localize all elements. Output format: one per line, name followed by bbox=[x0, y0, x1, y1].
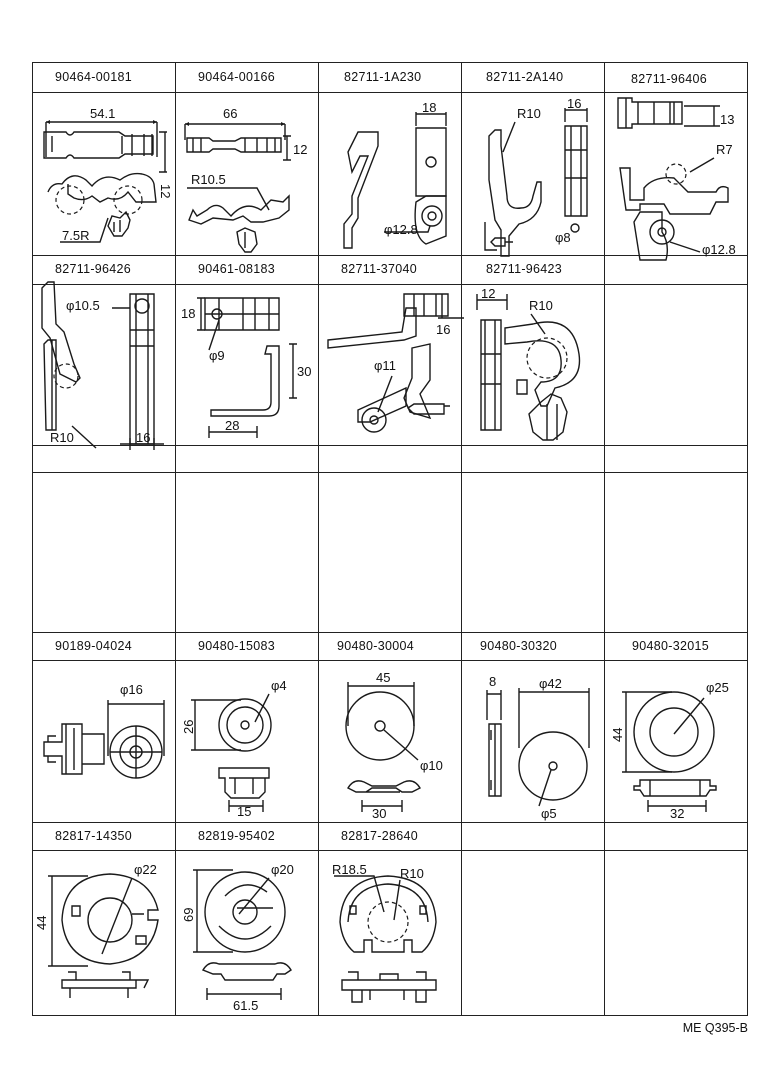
dimension-label: φ25 bbox=[706, 680, 729, 695]
clip-drawing: 13 R7 φ12.8 bbox=[604, 92, 736, 257]
dimension-label: φ22 bbox=[134, 862, 157, 877]
dimension-label: R7 bbox=[716, 142, 733, 157]
clip-drawing: φ4 26 15 bbox=[181, 678, 287, 819]
dimension-label: φ4 bbox=[271, 678, 287, 693]
dimension-label: 15 bbox=[237, 804, 251, 819]
dimension-label: 16 bbox=[136, 430, 150, 445]
clip-drawing: 12 R10 bbox=[461, 286, 604, 447]
dimension-label: 12 bbox=[158, 184, 173, 198]
dimension-label: 30 bbox=[372, 806, 386, 821]
clip-drawing: R18.5 R10 bbox=[332, 862, 461, 1015]
part-number: 82817-14350 bbox=[55, 829, 132, 843]
table-rule bbox=[32, 850, 748, 851]
clip-drawing: 54.1 12 7.5R bbox=[32, 106, 173, 243]
part-number: 82819-95402 bbox=[198, 829, 275, 843]
dimension-label: φ8 bbox=[555, 230, 571, 245]
part-number: 90189-04024 bbox=[55, 639, 132, 653]
drawing-code: ME Q395-B bbox=[682, 1021, 748, 1035]
clip-drawing: 8 φ42 φ5 bbox=[461, 674, 604, 821]
part-number: 82711-96423 bbox=[486, 262, 563, 276]
dimension-label: 45 bbox=[376, 670, 390, 685]
dimension-label: φ42 bbox=[539, 676, 562, 691]
dimension-label: 30 bbox=[297, 364, 311, 379]
table-rule bbox=[747, 62, 748, 1016]
dimension-label: φ11 bbox=[374, 358, 396, 373]
dimension-label: 8 bbox=[489, 674, 496, 689]
table-rule bbox=[32, 1015, 748, 1016]
part-number: 90480-15083 bbox=[198, 639, 275, 653]
dimension-label: 54.1 bbox=[90, 106, 115, 121]
part-number: 82711-96406 bbox=[631, 72, 708, 86]
dimension-label: φ12.8 bbox=[702, 242, 736, 257]
dimension-label: φ10 bbox=[420, 758, 443, 773]
dimension-label: 7.5R bbox=[62, 228, 89, 243]
dimension-label: φ12.8 bbox=[384, 222, 418, 237]
table-rule bbox=[32, 822, 748, 823]
dimension-label: 16 bbox=[436, 322, 450, 337]
part-number: 90464-00166 bbox=[198, 70, 275, 84]
clip-drawing: 16 φ11 bbox=[318, 284, 461, 447]
dimension-label: 66 bbox=[223, 106, 237, 121]
dimension-label: 12 bbox=[481, 286, 495, 301]
table-rule bbox=[32, 445, 748, 446]
table-rule bbox=[32, 632, 748, 633]
part-number: 90480-30320 bbox=[480, 639, 557, 653]
clip-drawing: 45 φ10 30 bbox=[318, 670, 443, 821]
table-rule bbox=[318, 62, 319, 1016]
dimension-label: 69 bbox=[181, 908, 196, 922]
dimension-label: φ16 bbox=[120, 682, 143, 697]
dimension-label: 61.5 bbox=[233, 998, 258, 1013]
dimension-label: R10 bbox=[517, 106, 541, 121]
dimension-label: 26 bbox=[181, 720, 196, 734]
dimension-label: φ5 bbox=[541, 806, 557, 821]
dimension-label: 28 bbox=[225, 418, 239, 433]
part-number: 90480-32015 bbox=[632, 639, 709, 653]
dimension-label: 13 bbox=[720, 112, 734, 127]
dimension-label: 16 bbox=[567, 96, 581, 111]
dimension-label: R10.5 bbox=[191, 172, 226, 187]
dimension-label: R10 bbox=[529, 298, 553, 313]
dimension-label: φ20 bbox=[271, 862, 294, 877]
clip-drawing: φ25 44 32 bbox=[610, 680, 729, 821]
clip-drawing: 18 φ9 30 28 bbox=[181, 284, 311, 447]
table-rule bbox=[32, 255, 748, 256]
dimension-label: 18 bbox=[181, 306, 195, 321]
dimension-label: φ9 bbox=[209, 348, 225, 363]
part-number: 90461-08183 bbox=[198, 262, 275, 276]
part-number: 90464-00181 bbox=[55, 70, 132, 84]
part-number: 82817-28640 bbox=[341, 829, 418, 843]
table-rule bbox=[32, 62, 748, 63]
dimension-label: 12 bbox=[293, 142, 307, 157]
dimension-label: 44 bbox=[34, 916, 49, 930]
dimension-label: R10 bbox=[400, 866, 424, 881]
clip-drawing: φ10.5 R10 16 bbox=[32, 284, 175, 447]
table-rule bbox=[604, 62, 605, 1016]
clip-drawing: φ22 44 bbox=[34, 862, 175, 1015]
part-number: 82711-2A140 bbox=[486, 70, 564, 84]
table-rule bbox=[32, 472, 748, 473]
clip-drawing: 18 φ12.8 bbox=[318, 100, 461, 255]
part-number: 82711-37040 bbox=[341, 262, 418, 276]
clip-drawing: R10 16 φ8 bbox=[461, 96, 604, 255]
clip-drawing: φ20 69 61.5 bbox=[181, 862, 294, 1013]
dimension-label: R10 bbox=[50, 430, 74, 445]
clip-drawing: 66 12 R10.5 bbox=[175, 106, 307, 255]
table-rule bbox=[175, 62, 176, 1016]
dimension-label: R18.5 bbox=[332, 862, 367, 877]
clip-drawing: φ16 bbox=[32, 682, 175, 822]
table-rule bbox=[32, 284, 748, 285]
table-rule bbox=[32, 660, 748, 661]
dimension-label: 44 bbox=[610, 728, 625, 742]
dimension-label: 18 bbox=[422, 100, 436, 115]
parts-table: 90464-00181 90464-00166 82711-1A230 8271… bbox=[32, 62, 748, 1016]
table-rule bbox=[461, 62, 462, 1016]
table-rule bbox=[32, 62, 33, 1016]
dimension-label: φ10.5 bbox=[66, 298, 100, 313]
part-number: 82711-96426 bbox=[55, 262, 132, 276]
part-number: 82711-1A230 bbox=[344, 70, 422, 84]
table-rule bbox=[32, 92, 748, 93]
dimension-label: 32 bbox=[670, 806, 684, 821]
part-number: 90480-30004 bbox=[337, 639, 414, 653]
